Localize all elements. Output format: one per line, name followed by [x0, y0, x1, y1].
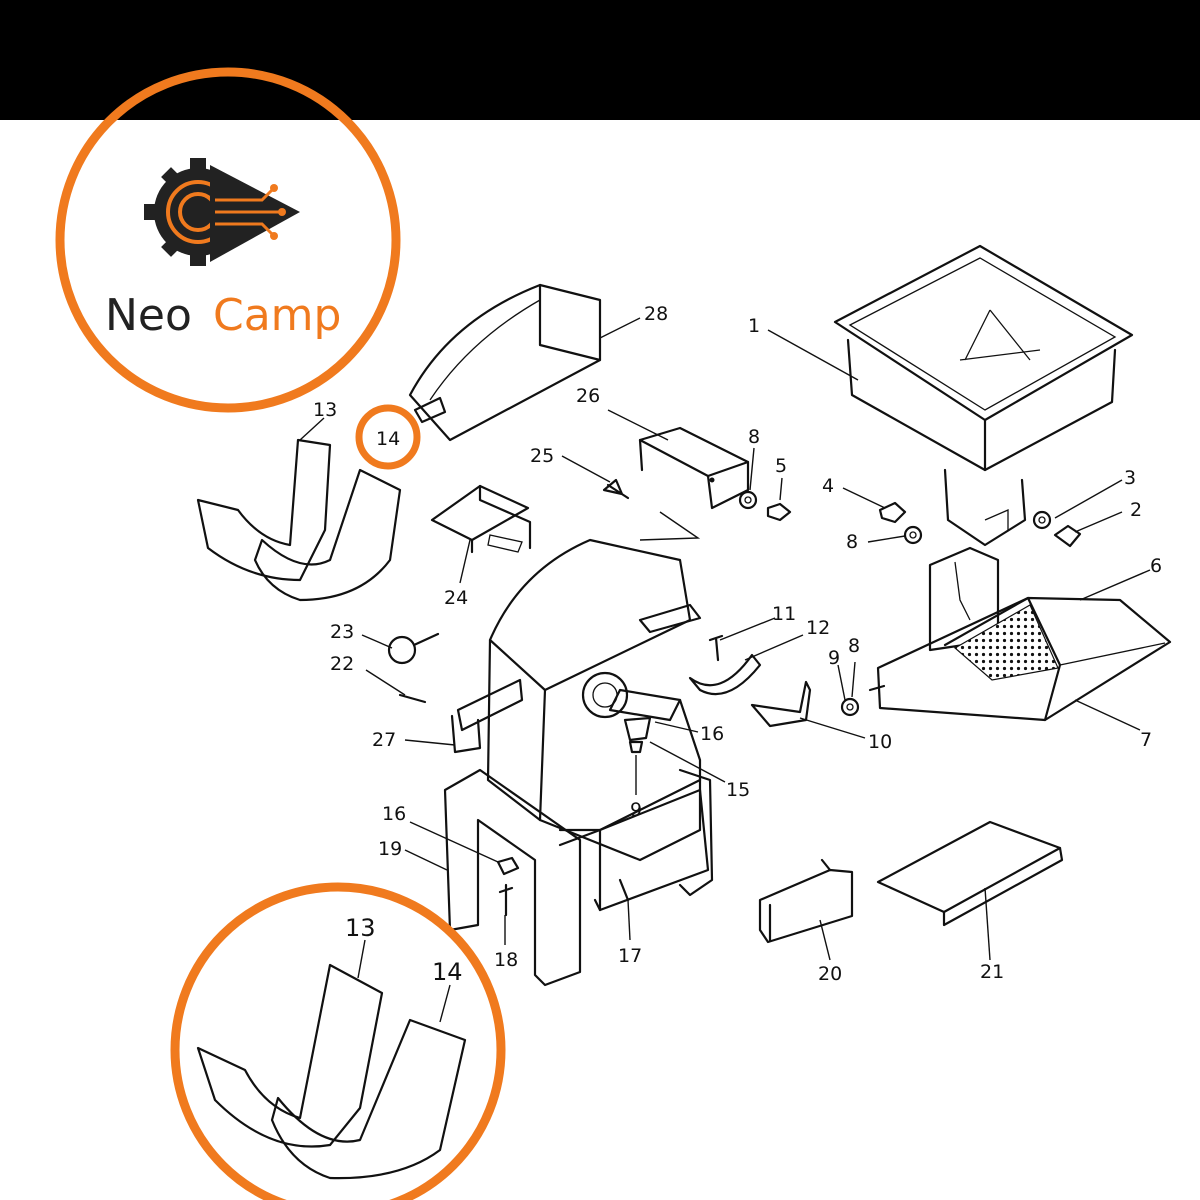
- callout-7: 7: [1140, 729, 1152, 751]
- callout-10: 10: [868, 731, 892, 753]
- callout-25: 25: [530, 445, 554, 467]
- zoom-detail: 13 14: [170, 882, 506, 1200]
- play-icon: [210, 165, 300, 262]
- collection-bin-17: [558, 788, 710, 912]
- callout-16-b: 16: [382, 803, 406, 825]
- callout-3: 3: [1124, 467, 1136, 489]
- leader-lines: [299, 317, 1151, 961]
- header-bar: [0, 0, 1200, 120]
- brand-name-dark: Neo: [105, 290, 192, 341]
- plate-24-part: [430, 484, 532, 554]
- screen-13-14-small: [196, 438, 402, 602]
- zoom-callout-13: 13: [345, 914, 376, 942]
- callout-6: 6: [1150, 555, 1162, 577]
- callout-22: 22: [330, 653, 354, 675]
- callout-28: 28: [644, 303, 668, 325]
- callout-4: 4: [822, 475, 834, 497]
- zoom-callout-14: 14: [432, 958, 463, 986]
- main-body-part: [450, 538, 702, 862]
- callout-9-b: 9: [630, 799, 642, 821]
- callout-11: 11: [772, 603, 796, 625]
- callout-8-a: 8: [748, 426, 760, 448]
- callout-16-a: 16: [700, 723, 724, 745]
- callout-15: 15: [726, 779, 750, 801]
- callout-21: 21: [980, 961, 1004, 983]
- callout-17: 17: [618, 945, 642, 967]
- callout-24: 24: [444, 587, 468, 609]
- callout-numbers: 1 2 3 4 5 6 7 8 8 8 9 9 10 11 12 13 14 1…: [313, 303, 1162, 985]
- callout-9-a: 9: [828, 647, 840, 669]
- callout-2: 2: [1130, 499, 1142, 521]
- bracket-26-part: [638, 426, 750, 510]
- tray-21-part: [876, 820, 1064, 927]
- callout-26: 26: [576, 385, 600, 407]
- callout-19: 19: [378, 838, 402, 860]
- callout-5: 5: [775, 455, 787, 477]
- brand-name-accent: Camp: [213, 290, 341, 341]
- neocamp-logo: Neo Camp: [55, 67, 401, 413]
- highlight-ring: [355, 404, 421, 470]
- cover-20-part: [758, 858, 854, 944]
- callout-27: 27: [372, 729, 396, 751]
- callout-1: 1: [748, 315, 760, 337]
- top-cover-part: [408, 283, 602, 442]
- callout-13: 13: [313, 399, 337, 421]
- callout-12: 12: [806, 617, 830, 639]
- callout-8-c: 8: [848, 635, 860, 657]
- chute-part-6-7: [868, 546, 1172, 722]
- callout-23: 23: [330, 621, 354, 643]
- callout-8-b: 8: [846, 531, 858, 553]
- callout-18: 18: [494, 949, 518, 971]
- hopper-part: [833, 244, 1134, 547]
- callout-14: 14: [376, 428, 400, 450]
- hardware-parts: [387, 478, 1082, 917]
- callout-20: 20: [818, 963, 842, 985]
